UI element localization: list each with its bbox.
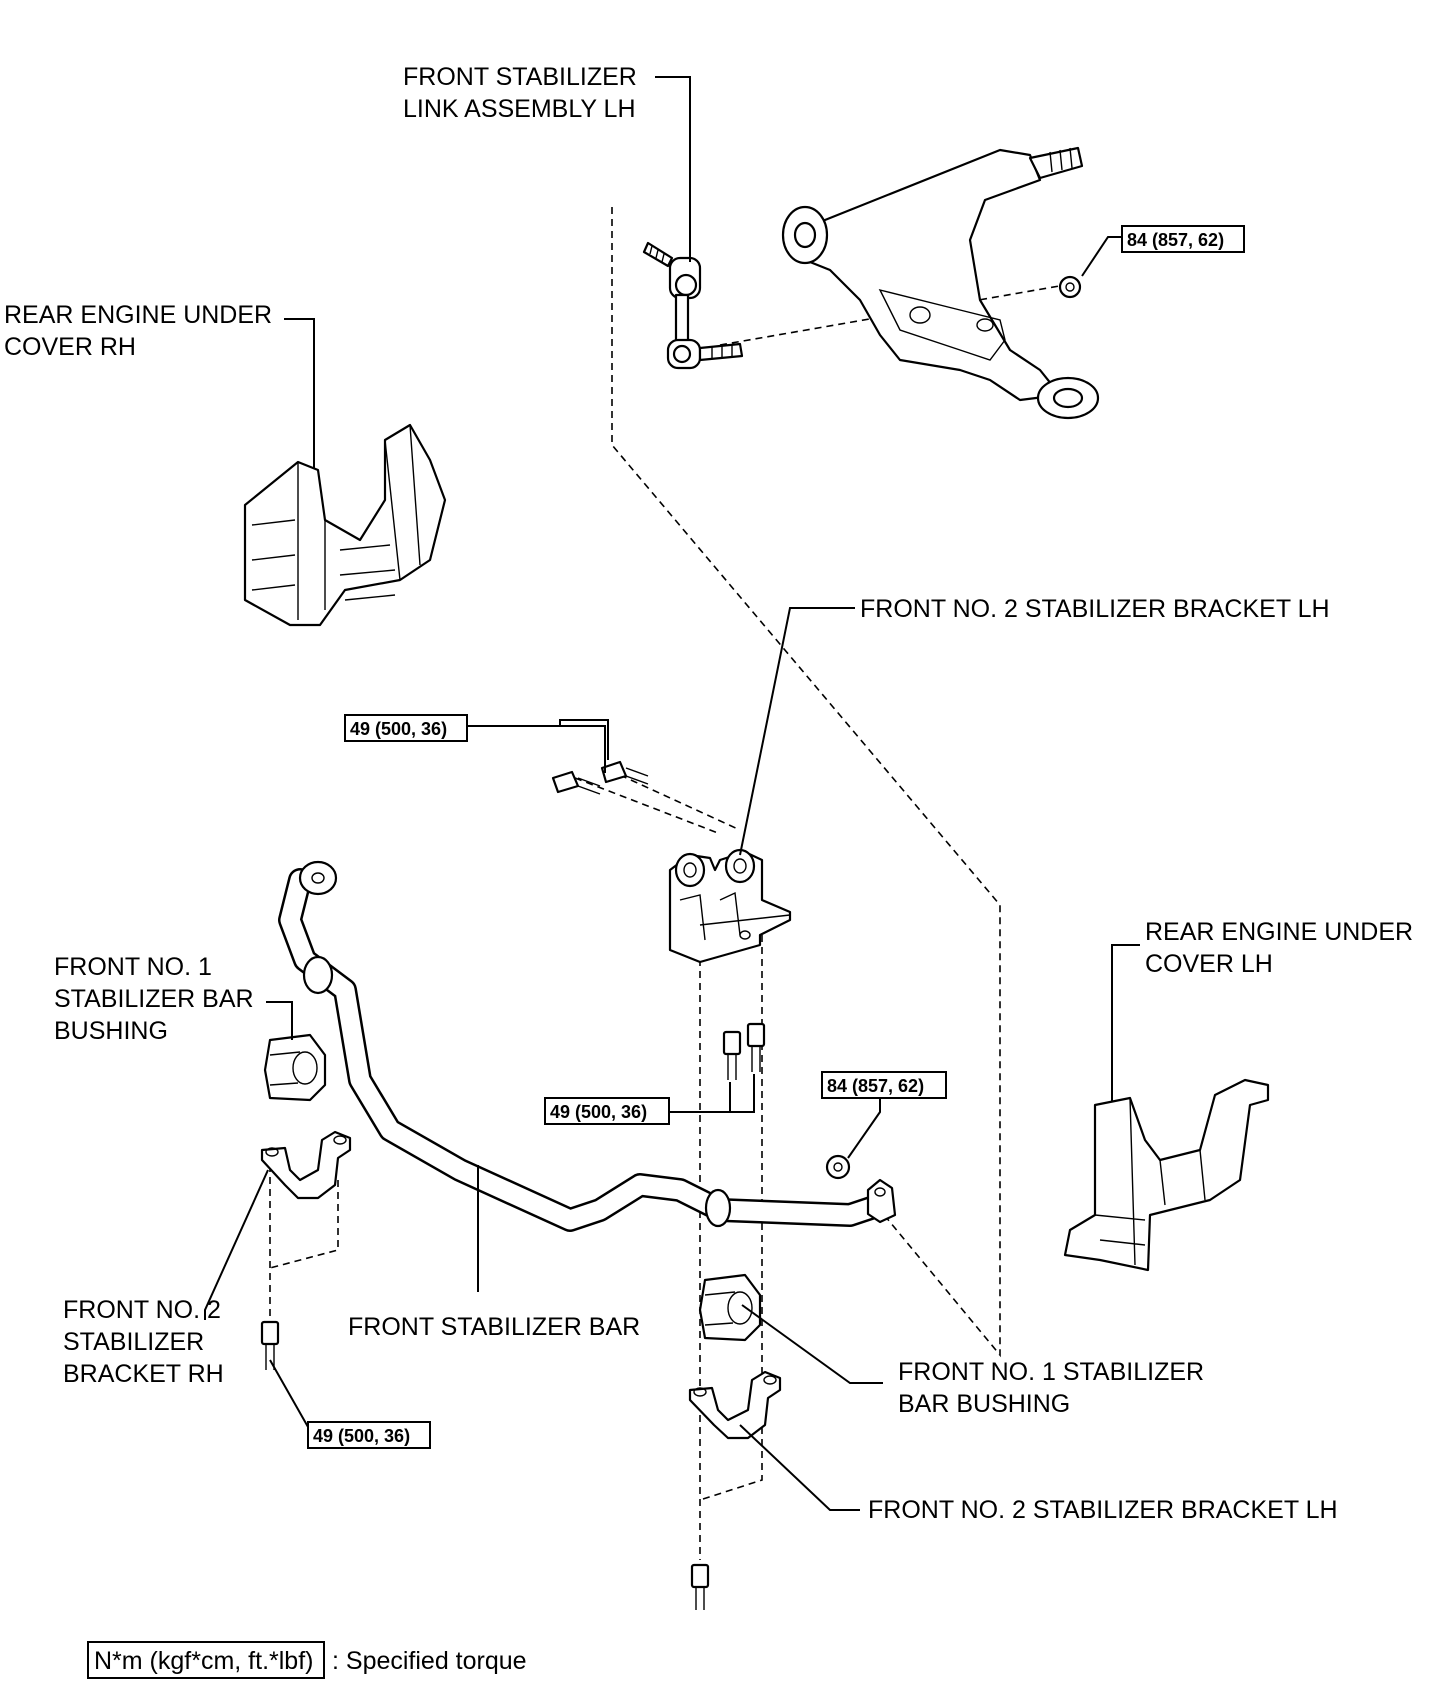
torque-link-nut: 84 (857, 62) <box>821 1071 947 1099</box>
label-bracket-rh-line1: FRONT NO. 2 <box>63 1296 221 1324</box>
torque-link-nut-value: 84 (857, 62) <box>827 1076 924 1096</box>
part-labels: FRONT STABILIZER LINK ASSEMBLY LH REAR E… <box>4 63 1413 1524</box>
label-bushing-left-line2: STABILIZER BAR <box>54 985 254 1013</box>
label-bracket-rh-line2: STABILIZER <box>63 1328 204 1356</box>
bracket-lh-lower-bolt <box>690 1563 710 1610</box>
legend-unit: N*m (kgf*cm, ft.*lbf) <box>94 1647 313 1675</box>
label-stabilizer-bar: FRONT STABILIZER BAR <box>348 1313 640 1341</box>
under-cover-rh <box>243 423 447 627</box>
label-bracket-no2-lh-bottom: FRONT NO. 2 STABILIZER BRACKET LH <box>868 1496 1338 1524</box>
bracket-no2-lh-lower <box>688 1370 782 1440</box>
label-bracket-rh-line3: BRACKET RH <box>63 1360 224 1388</box>
bushing-no1-left <box>263 1033 327 1102</box>
label-link-assembly-line1: FRONT STABILIZER <box>403 63 637 91</box>
arm-nut <box>1058 275 1082 299</box>
torque-bracket-mid-value: 49 (500, 36) <box>550 1102 647 1122</box>
label-bushing-right-line2: BAR BUSHING <box>898 1390 1070 1418</box>
torque-bracket-top-value: 49 (500, 36) <box>350 719 447 739</box>
label-bushing-right-line1: FRONT NO. 1 STABILIZER <box>898 1358 1204 1386</box>
link-nut <box>825 1154 851 1180</box>
label-bracket-no2-lh-top: FRONT NO. 2 STABILIZER BRACKET LH <box>860 595 1330 623</box>
label-under-cover-rh-line1: REAR ENGINE UNDER <box>4 301 272 329</box>
bracket-rh-bolt <box>260 1320 280 1370</box>
front-stabilizer-bar <box>278 860 897 1232</box>
bracket-no2-rh <box>260 1130 352 1200</box>
bracket-middle-bolts <box>722 1022 766 1080</box>
label-under-cover-lh-line1: REAR ENGINE UNDER <box>1145 918 1413 946</box>
torque-arm-nut: 84 (857, 62) <box>1121 225 1245 253</box>
bracket-no2-lh-upper <box>668 848 792 964</box>
label-bushing-left-line1: FRONT NO. 1 <box>54 953 212 981</box>
lower-control-arm <box>781 146 1100 420</box>
bracket-upper-bolts <box>551 760 649 795</box>
torque-bracket-rh-value: 49 (500, 36) <box>313 1426 410 1446</box>
label-bushing-left-line3: BUSHING <box>54 1017 168 1045</box>
torque-legend: N*m (kgf*cm, ft.*lbf) : Specified torque <box>87 1641 527 1679</box>
torque-arm-nut-value: 84 (857, 62) <box>1127 230 1224 250</box>
label-under-cover-lh-line2: COVER LH <box>1145 950 1273 978</box>
bushing-no1-right <box>698 1273 762 1342</box>
legend-text: : Specified torque <box>332 1647 527 1675</box>
label-under-cover-rh-line2: COVER RH <box>4 333 136 361</box>
torque-bracket-rh-bolt: 49 (500, 36) <box>307 1421 431 1449</box>
torque-bracket-mid-bolts: 49 (500, 36) <box>544 1097 670 1125</box>
stabilizer-link-assembly <box>642 241 744 370</box>
alignment-dashed-lines <box>269 207 1066 1560</box>
under-cover-lh <box>1063 1078 1270 1272</box>
torque-bracket-top-bolts: 49 (500, 36) <box>344 714 468 742</box>
torque-callouts: 84 (857, 62) 49 (500, 36) 49 (500, 36) 8… <box>307 225 1245 1449</box>
label-link-assembly-line2: LINK ASSEMBLY LH <box>403 95 636 123</box>
leader-lines <box>204 76 1140 1511</box>
